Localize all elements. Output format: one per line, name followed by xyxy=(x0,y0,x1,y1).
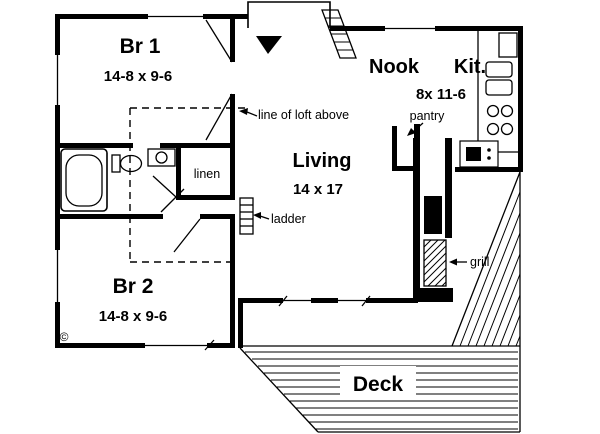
labels: Br 1 14-8 x 9-6 Nook Kit. 8x 11-6 pantry… xyxy=(60,35,490,396)
kitchen-fixtures xyxy=(459,31,518,168)
entry-door-arrow-icon xyxy=(256,36,282,54)
room-label-br2: Br 2 xyxy=(113,275,154,298)
loft-line-label: line of loft above xyxy=(258,108,349,122)
entry-stoop xyxy=(247,1,357,59)
room-label-kitchen: Kit. xyxy=(454,56,486,78)
annotation-arrows xyxy=(239,108,467,266)
room-label-br1: Br 1 xyxy=(120,35,161,58)
kitchen-sink-icon xyxy=(485,61,513,78)
burner-icon xyxy=(486,104,500,118)
ladder-arrow xyxy=(259,215,270,220)
loft-outline-dashed xyxy=(129,107,248,263)
bathroom-fixtures xyxy=(60,148,176,212)
ladder-icon xyxy=(239,197,254,235)
deck-area xyxy=(238,171,521,433)
door-swings xyxy=(152,19,233,253)
room-label-living: Living xyxy=(293,150,352,172)
room-dims-living: 14 x 17 xyxy=(293,181,343,198)
pantry-label: pantry xyxy=(410,109,445,123)
room-dims-kitchen: 8x 11-6 xyxy=(416,86,466,103)
ladder-label: ladder xyxy=(271,212,306,226)
linen-label: linen xyxy=(194,167,220,181)
burner-icon xyxy=(500,122,514,136)
toilet-icon xyxy=(111,154,121,173)
walls xyxy=(55,14,523,348)
room-dims-br2: 14-8 x 9-6 xyxy=(99,308,167,325)
loft-arrow xyxy=(246,111,258,117)
fridge-icon xyxy=(498,32,518,58)
copyright-mark: © xyxy=(60,330,69,344)
bathtub-icon xyxy=(60,148,108,212)
pantry-arrow xyxy=(413,122,424,132)
room-dims-br1: 14-8 x 9-6 xyxy=(104,68,172,85)
room-label-deck: Deck xyxy=(353,373,404,396)
burner-icon xyxy=(500,104,514,118)
windows xyxy=(56,15,435,351)
grill-label: grill xyxy=(470,255,489,269)
fireplace-grill xyxy=(413,138,453,302)
sink-icon xyxy=(147,148,176,167)
room-label-nook: Nook xyxy=(369,56,420,78)
burner-icon xyxy=(486,122,500,136)
loft-ladder xyxy=(239,197,254,235)
